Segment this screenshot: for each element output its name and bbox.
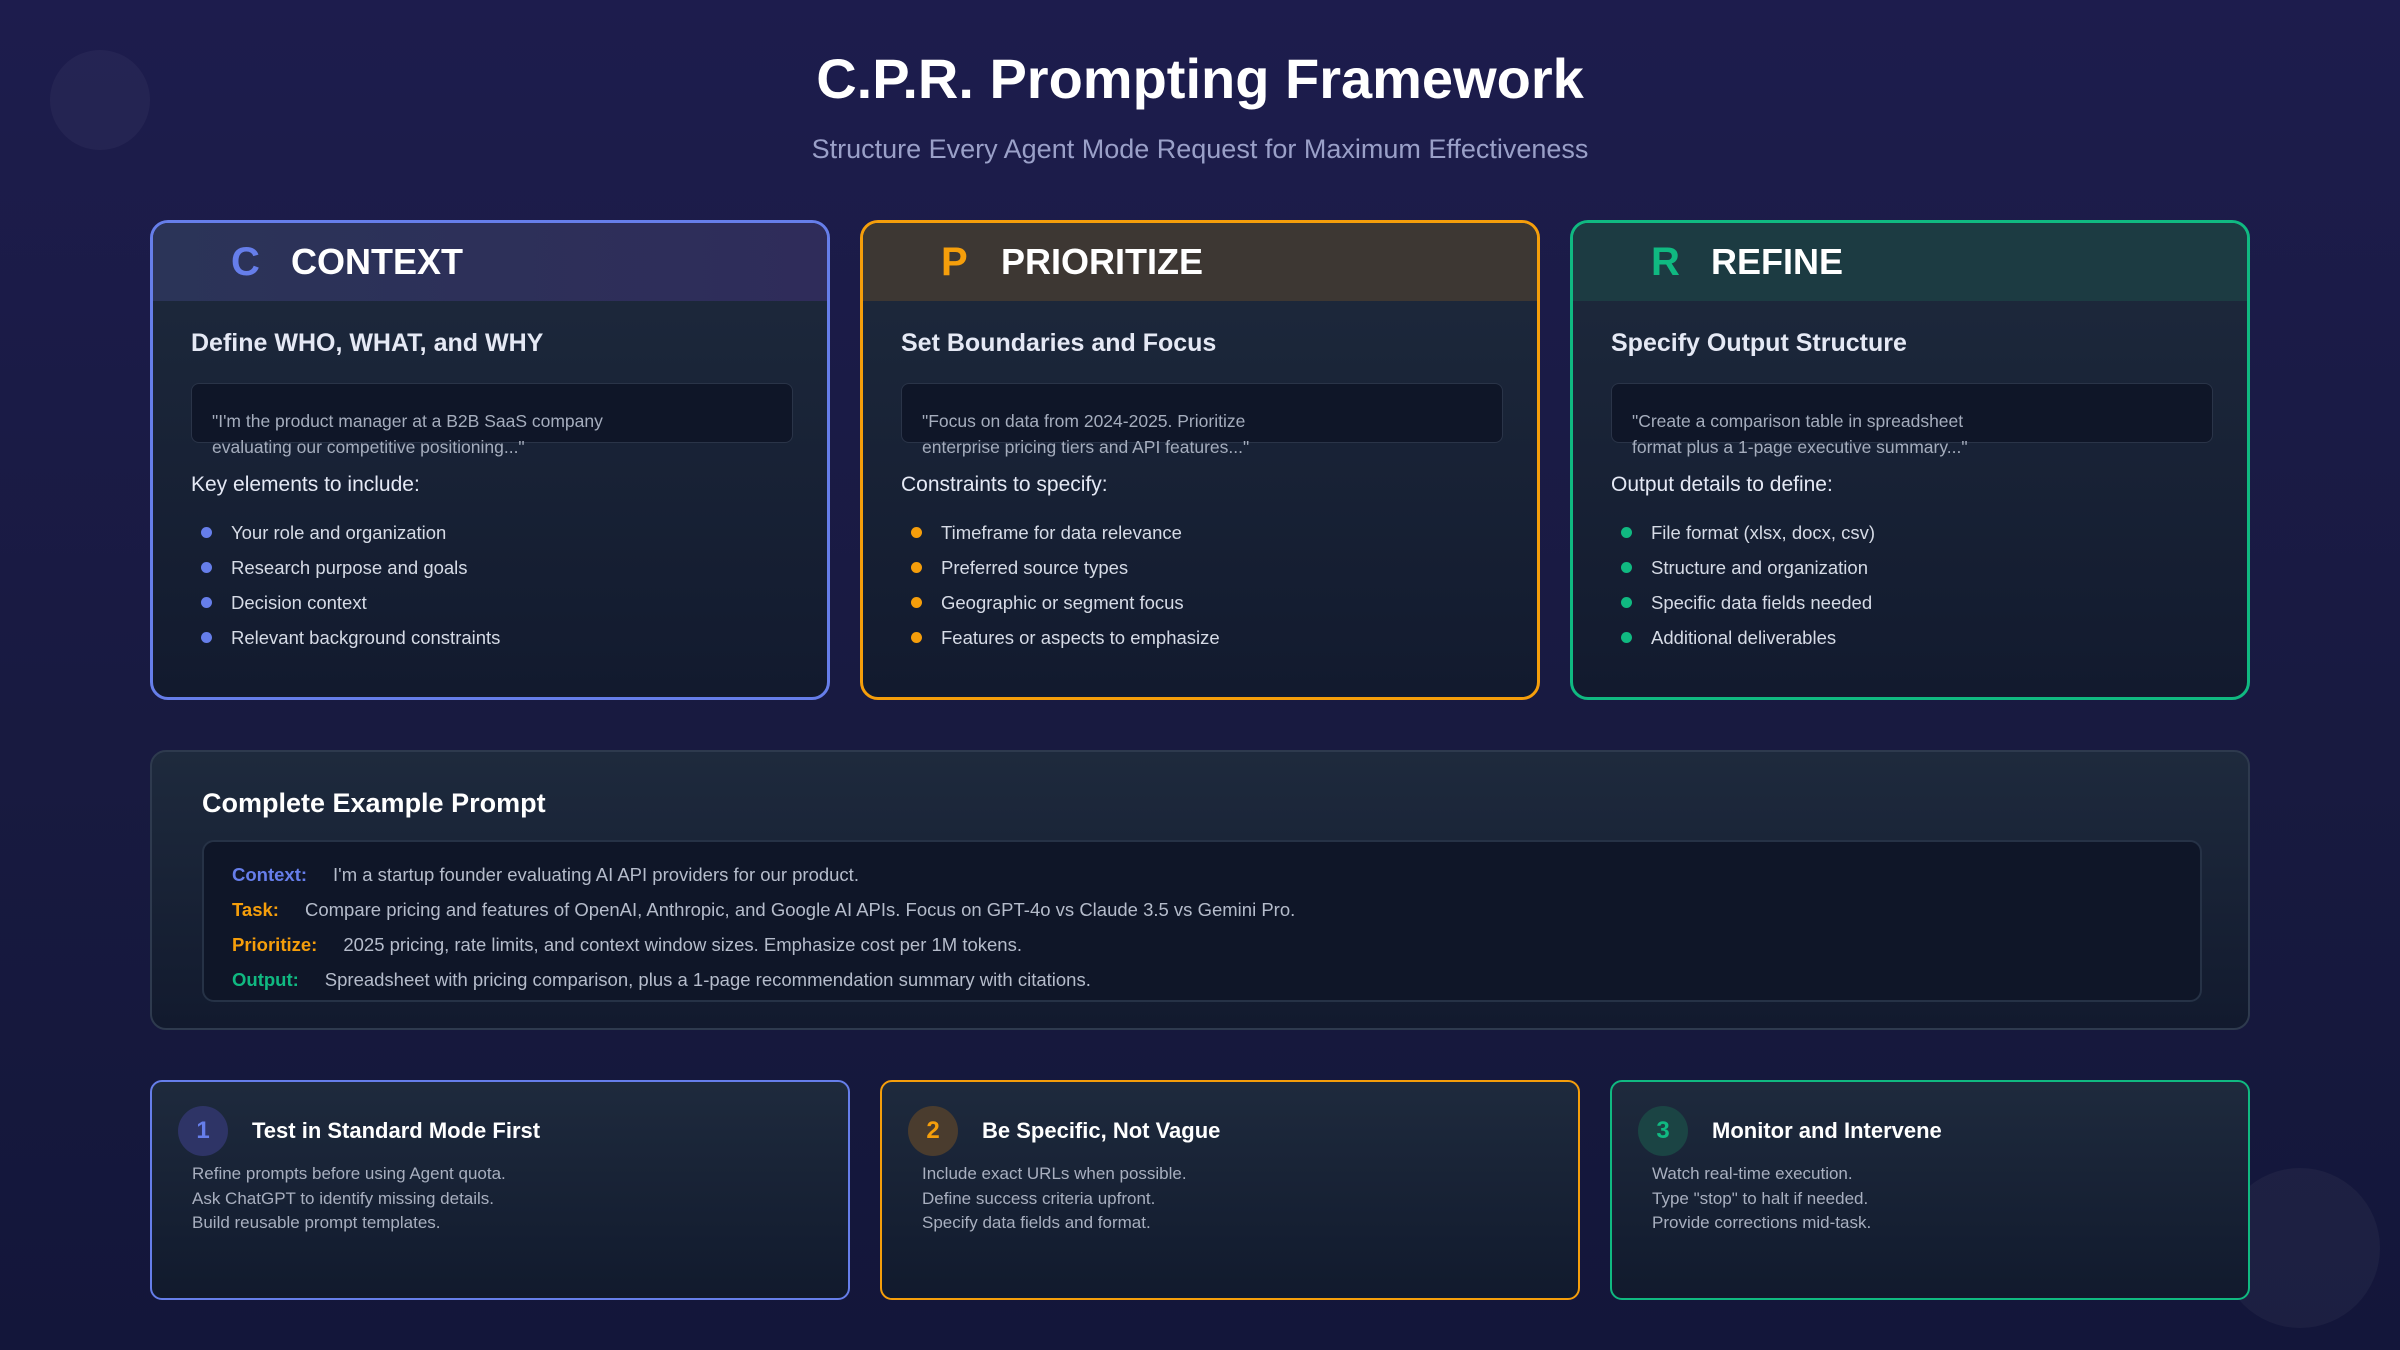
list-item: Relevant background constraints xyxy=(191,620,500,655)
bullet-icon xyxy=(911,632,922,643)
list-item: Geographic or segment focus xyxy=(901,585,1220,620)
bullet-icon xyxy=(911,527,922,538)
page-title: C.P.R. Prompting Framework xyxy=(816,47,1584,110)
card-letter: P xyxy=(941,239,968,284)
example-line-label: Task: xyxy=(232,899,279,920)
card-subtitle: Specify Output Structure xyxy=(1611,329,1907,357)
tip-title: Test in Standard Mode First xyxy=(252,1118,541,1143)
card-context: C CONTEXT Define WHO, WHAT, and WHY "I'm… xyxy=(150,220,830,700)
example-title: Complete Example Prompt xyxy=(202,788,546,818)
tip-line: Specify data fields and format. xyxy=(922,1213,1151,1232)
list-item: File format (xlsx, docx, csv) xyxy=(1611,515,1875,550)
tip-line: Refine prompts before using Agent quota. xyxy=(192,1164,506,1183)
card-subtitle: Define WHO, WHAT, and WHY xyxy=(191,329,544,357)
example-line-label: Context: xyxy=(232,864,308,885)
list-heading: Key elements to include: xyxy=(191,473,420,496)
list-item: Timeframe for data relevance xyxy=(901,515,1220,550)
card-refine: R REFINE Specify Output Structure "Creat… xyxy=(1570,220,2250,700)
tip-line: Define success criteria upfront. xyxy=(922,1188,1156,1208)
bullet-icon xyxy=(201,562,212,573)
example-line-label: Output: xyxy=(232,969,299,990)
example-line: Task: Compare pricing and features of Ope… xyxy=(232,899,1295,921)
step-number-badge: 1 xyxy=(178,1106,228,1156)
card-label: CONTEXT xyxy=(291,241,464,282)
example-line-text: Spreadsheet with pricing comparison, plu… xyxy=(324,969,1091,990)
bullet-icon xyxy=(1621,632,1632,643)
bullet-icon xyxy=(201,632,212,643)
tip-title: Monitor and Intervene xyxy=(1712,1118,1942,1143)
example-line: Context: I'm a startup founder evaluating… xyxy=(232,864,859,886)
element-list: File format (xlsx, docx, csv)Structure a… xyxy=(1611,515,1875,655)
page-subtitle: Structure Every Agent Mode Request for M… xyxy=(811,134,1589,164)
card-label: REFINE xyxy=(1711,241,1844,282)
card-header: P PRIORITIZE xyxy=(863,223,1537,301)
example-line-text: 2025 pricing, rate limits, and context w… xyxy=(343,934,1022,955)
bullet-icon xyxy=(911,562,922,573)
example-prompt-panel: Complete Example Prompt Context: I'm a st… xyxy=(150,750,2250,1030)
tip-description: Refine prompts before using Agent quota.… xyxy=(192,1162,506,1236)
step-number-badge: 3 xyxy=(1638,1106,1688,1156)
list-item: Specific data fields needed xyxy=(1611,585,1875,620)
tip-title: Be Specific, Not Vague xyxy=(982,1118,1221,1143)
tip-description: Watch real-time execution. Type "stop" to… xyxy=(1652,1162,1871,1236)
tip-line: Include exact URLs when possible. xyxy=(922,1164,1187,1183)
example-line: Prioritize: 2025 pricing, rate limits, an… xyxy=(232,934,1022,956)
decorative-circle xyxy=(50,50,150,150)
card-label: PRIORITIZE xyxy=(1001,241,1204,282)
tip-line: Type "stop" to halt if needed. xyxy=(1652,1188,1869,1208)
list-item: Research purpose and goals xyxy=(191,550,500,585)
example-line-text: Compare pricing and features of OpenAI, … xyxy=(304,899,1296,920)
example-line-text: I'm a startup founder evaluating AI API … xyxy=(333,864,859,885)
tip-line: Ask ChatGPT to identify missing details. xyxy=(192,1188,495,1208)
list-item: Preferred source types xyxy=(901,550,1220,585)
list-heading: Constraints to specify: xyxy=(901,473,1108,496)
list-item: Additional deliverables xyxy=(1611,620,1875,655)
card-subtitle: Set Boundaries and Focus xyxy=(901,329,1217,357)
example-quote-box: "I'm the product manager at a B2B SaaS c… xyxy=(191,383,793,457)
card-header: C CONTEXT xyxy=(153,223,827,301)
tip-description: Include exact URLs when possible. Define … xyxy=(922,1162,1187,1236)
tip-card: 3 Monitor and Intervene Watch real-time … xyxy=(1610,1080,2250,1300)
step-number-badge: 2 xyxy=(908,1106,958,1156)
card-header: R REFINE xyxy=(1573,223,2247,301)
example-quote: "Focus on data from 2024-2025. Prioritiz… xyxy=(922,411,1250,457)
bullet-icon xyxy=(201,597,212,608)
tip-card: 2 Be Specific, Not Vague Include exact U… xyxy=(880,1080,1580,1300)
card-letter: C xyxy=(231,239,260,284)
example-quote: "Create a comparison table in spreadshee… xyxy=(1632,411,1968,457)
list-item: Your role and organization xyxy=(191,515,500,550)
list-item: Decision context xyxy=(191,585,500,620)
example-quote: "I'm the product manager at a B2B SaaS c… xyxy=(212,411,603,457)
bullet-icon xyxy=(1621,527,1632,538)
tip-line: Build reusable prompt templates. xyxy=(192,1213,441,1232)
example-quote-box: "Focus on data from 2024-2025. Prioritiz… xyxy=(901,383,1503,457)
tip-line: Watch real-time execution. xyxy=(1652,1164,1853,1183)
example-quote-box: "Create a comparison table in spreadshee… xyxy=(1611,383,2213,457)
bullet-icon xyxy=(1621,597,1632,608)
tip-line: Provide corrections mid-task. xyxy=(1652,1213,1872,1232)
example-line: Output: Spreadsheet with pricing comparis… xyxy=(232,969,1091,991)
bullet-icon xyxy=(911,597,922,608)
card-letter: R xyxy=(1651,239,1680,284)
card-prioritize: P PRIORITIZE Set Boundaries and Focus "F… xyxy=(860,220,1540,700)
bullet-icon xyxy=(1621,562,1632,573)
bullet-icon xyxy=(201,527,212,538)
list-item: Features or aspects to emphasize xyxy=(901,620,1220,655)
example-prompt-box: Context: I'm a startup founder evaluating… xyxy=(202,840,2202,1002)
list-heading: Output details to define: xyxy=(1611,473,1833,496)
list-item: Structure and organization xyxy=(1611,550,1875,585)
example-line-label: Prioritize: xyxy=(232,934,318,955)
tip-card: 1 Test in Standard Mode First Refine pro… xyxy=(150,1080,850,1300)
